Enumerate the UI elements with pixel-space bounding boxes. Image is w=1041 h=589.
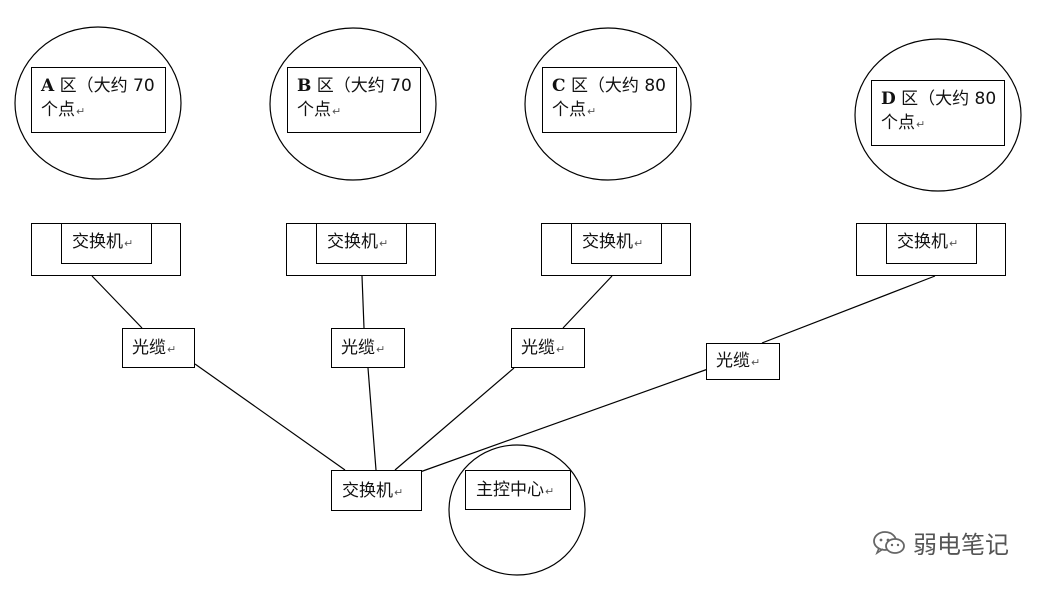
zone-b-letter: B — [297, 76, 312, 96]
return-mark: ↵ — [545, 485, 555, 498]
cable-d-box — [706, 343, 780, 380]
control-center-box — [465, 470, 571, 510]
return-mark: ↵ — [949, 237, 959, 250]
zone-b-circle — [269, 27, 437, 181]
zone-d-line1: 区（大约 80 — [901, 89, 997, 109]
switch-a-label: 交换机↵ — [72, 232, 134, 252]
cable-b-label: 光缆↵ — [341, 338, 386, 358]
zone-d-letter: D — [881, 89, 896, 109]
zone-d-line2: 个点 — [881, 113, 915, 133]
zone-c-text: C 区（大约 80 个点↵ — [552, 74, 666, 124]
zone-a-box — [31, 67, 166, 133]
link-switch-d-to-cable-d — [761, 275, 936, 344]
zone-b-line1: 区（大约 70 — [316, 76, 412, 96]
cable-d-label: 光缆↵ — [716, 351, 761, 371]
zone-c-letter: C — [552, 76, 566, 96]
cable-a-label: 光缆↵ — [132, 338, 177, 358]
return-mark: ↵ — [332, 105, 342, 118]
switch-c-label: 交换机↵ — [582, 232, 644, 252]
zone-d-circle — [854, 38, 1022, 192]
link-switch-a-to-cable-a — [91, 275, 143, 329]
wechat-icon — [873, 530, 905, 555]
switch-c-inner — [571, 223, 662, 264]
zone-d-text: D 区（大约 80 个点↵ — [881, 87, 996, 137]
zone-d-box — [871, 80, 1005, 146]
zone-b-line2: 个点 — [297, 100, 331, 120]
control-center-circle — [448, 444, 586, 576]
watermark-text: 弱电笔记 — [913, 531, 1009, 559]
zone-c-line2: 个点 — [552, 100, 586, 120]
zone-c-line1: 区（大约 80 — [570, 76, 666, 96]
zone-a-line2: 个点 — [41, 100, 75, 120]
return-mark: ↵ — [587, 105, 597, 118]
zone-a-text: A 区（大约 70 个点↵ — [41, 74, 155, 124]
return-mark: ↵ — [916, 118, 926, 131]
return-mark: ↵ — [556, 343, 566, 356]
zone-c-circle — [524, 27, 692, 181]
switch-b-inner — [316, 223, 407, 264]
link-switch-b-to-cable-b — [361, 275, 365, 329]
return-mark: ↵ — [379, 237, 389, 250]
return-mark: ↵ — [76, 105, 86, 118]
core-switch-box — [331, 470, 422, 511]
link-cable-d-to-core — [419, 368, 709, 473]
core-switch-label: 交换机↵ — [342, 481, 404, 501]
link-cable-a-to-core — [194, 363, 346, 471]
return-mark: ↵ — [124, 237, 134, 250]
zone-c-box — [542, 67, 677, 133]
cable-c-label: 光缆↵ — [521, 338, 566, 358]
return-mark: ↵ — [751, 356, 761, 369]
switch-d-inner — [886, 223, 977, 264]
zone-a-letter: A — [41, 76, 55, 96]
return-mark: ↵ — [167, 343, 177, 356]
cable-a-box — [122, 328, 195, 368]
switch-d-label: 交换机↵ — [897, 232, 959, 252]
switch-a-inner — [61, 223, 152, 264]
return-mark: ↵ — [634, 237, 644, 250]
zone-b-text: B 区（大约 70 个点↵ — [297, 74, 412, 124]
link-switch-c-to-cable-c — [562, 275, 613, 329]
cable-b-box — [331, 328, 405, 368]
return-mark: ↵ — [376, 343, 386, 356]
return-mark: ↵ — [394, 486, 404, 499]
zone-a-circle — [14, 26, 182, 180]
watermark: 弱电笔记 — [871, 525, 1009, 560]
link-cable-b-to-core — [367, 367, 377, 471]
cable-c-box — [511, 328, 585, 368]
zone-a-line1: 区（大约 70 — [59, 76, 155, 96]
link-cable-c-to-core — [394, 367, 515, 471]
switch-b-label: 交换机↵ — [327, 232, 389, 252]
control-center-label: 主控中心↵ — [476, 480, 555, 500]
zone-b-box — [287, 67, 421, 133]
